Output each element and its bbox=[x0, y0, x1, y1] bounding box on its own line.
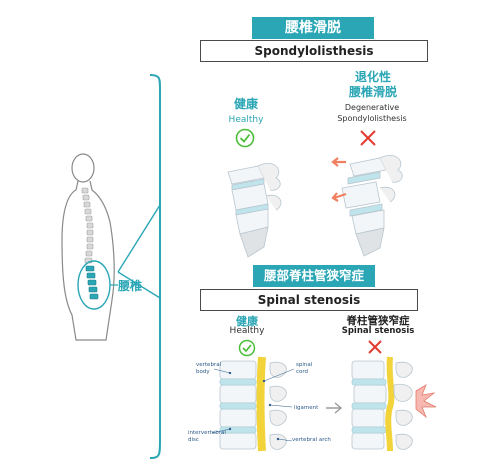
bottom-stenosis-en: Spinal stenosis bbox=[341, 326, 415, 336]
top-healthy-cn: 健康 bbox=[233, 97, 258, 111]
spondylolisthesis-banner: 腰椎滑脱 bbox=[252, 17, 374, 39]
label-intervertebral-2: disc bbox=[188, 437, 199, 443]
cross-icon bbox=[360, 130, 376, 146]
label-ligament: ligament bbox=[294, 405, 319, 411]
bottom-stenosis-cn: 脊柱管狭窄症 bbox=[346, 315, 410, 327]
bottom-healthy-cn: 健康 bbox=[236, 315, 258, 328]
stenosis-title-box: Spinal stenosis bbox=[200, 289, 418, 311]
cross-icon bbox=[368, 340, 382, 354]
top-healthy-en: Healthy bbox=[228, 115, 264, 125]
stenosis-spinal-canal-illustration bbox=[351, 356, 437, 452]
label-vertebral-body-2: body bbox=[196, 369, 210, 375]
bottom-healthy-en: Healthy bbox=[229, 326, 265, 336]
degenerative-lumbar-illustration bbox=[331, 154, 403, 257]
label-spinal-cord-2: cord bbox=[296, 369, 309, 375]
label-vertebral-body-1: vertebral bbox=[196, 362, 222, 368]
stenosis-banner: 腰部脊柱管狭窄症 bbox=[253, 265, 375, 287]
label-vertebral-arch: vertebral arch bbox=[292, 437, 331, 443]
label-intervertebral-1: intervertebral bbox=[188, 430, 226, 436]
spondylolisthesis-title-box: Spondylolisthesis bbox=[200, 40, 428, 62]
check-icon bbox=[235, 128, 255, 148]
healthy-spinal-canal-illustration bbox=[211, 356, 295, 452]
check-icon bbox=[238, 339, 256, 357]
healthy-lumbar-illustration bbox=[227, 162, 282, 258]
degen-cn-line1: 退化性 bbox=[354, 70, 391, 84]
degen-cn-line2: 腰椎滑脱 bbox=[348, 85, 397, 99]
lumbar-label: 腰椎 bbox=[118, 279, 143, 293]
label-spinal-cord-1: spinal bbox=[296, 362, 313, 368]
degen-en-line2: Spondylolisthesis bbox=[337, 114, 407, 123]
degen-en-line1: Degenerative bbox=[344, 103, 400, 112]
arrow-right-icon bbox=[326, 402, 343, 414]
